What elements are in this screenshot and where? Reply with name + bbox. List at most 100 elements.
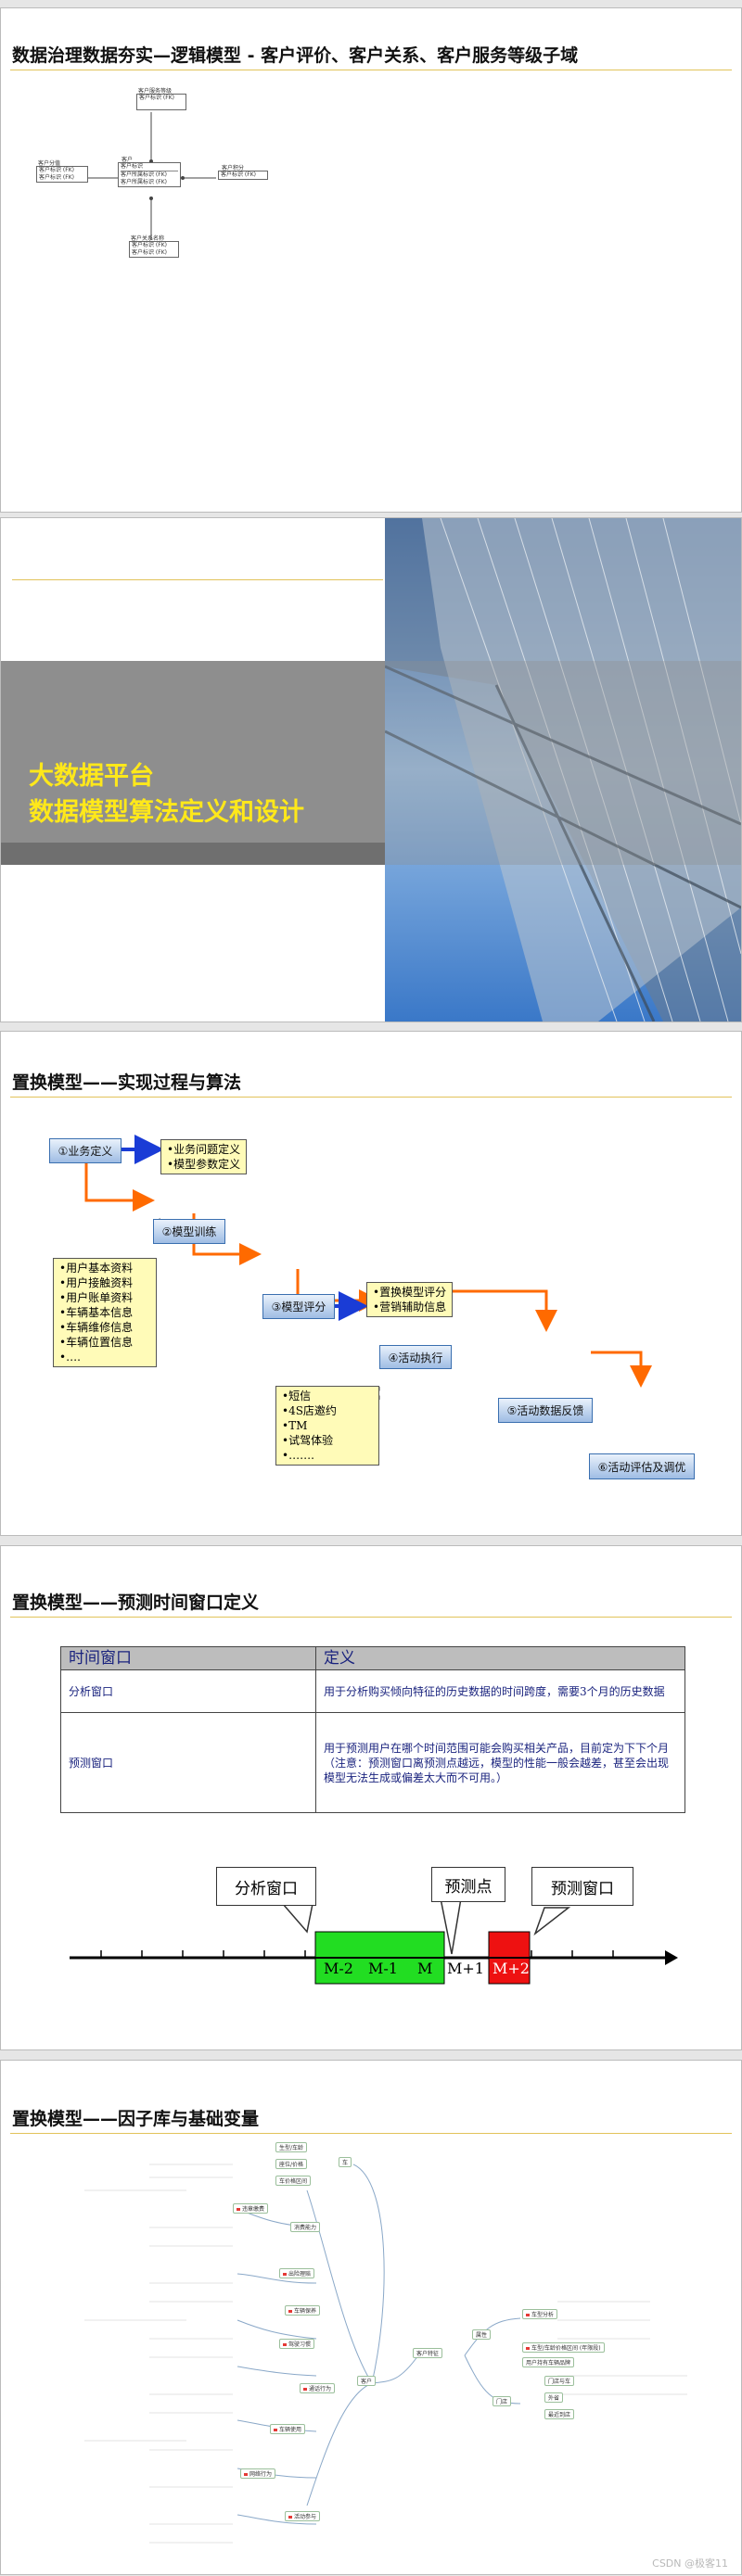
slide4-title: 置换模型——预测时间窗口定义: [12, 1593, 260, 1613]
car-item: 座位/价格: [275, 2159, 308, 2169]
step-business-definition: ①业务定义: [49, 1138, 122, 1163]
right-node-label: 门店与车: [548, 2379, 571, 2385]
title-underline: [10, 1097, 732, 1098]
note-item: •短信: [282, 1390, 312, 1402]
right-node-label: 车型分析: [531, 2312, 555, 2318]
entity-top-name: 客户服务等级: [138, 88, 173, 95]
table-header-window: 时间窗口: [60, 1646, 316, 1670]
bubble-analysis-window: 分析窗口: [216, 1867, 316, 1906]
entity-bottom-name: 客户关系名称: [131, 235, 165, 242]
entity-left-name: 客户分值: [38, 160, 61, 167]
title-underline: [10, 1617, 732, 1618]
slide5-title: 置换模型——因子库与基础变量: [12, 2109, 260, 2129]
note-item: •营销辅助信息: [373, 1301, 447, 1313]
mindmap-branch-car: 车: [339, 2157, 352, 2167]
left-group: 活动参与: [285, 2511, 321, 2521]
entity-right: 客户标识 (FK): [218, 171, 268, 180]
note-item: •用户接触资料: [59, 1276, 134, 1289]
note-data-sources: •用户基本资料 •用户接触资料 •用户账单资料 •车辆基本信息 •车辆维修信息 …: [53, 1258, 157, 1367]
table-cell: 用于预测用户在哪个时间范围可能会购买相关产品，目前定为下下个月（注意：预测窗口离…: [315, 1712, 685, 1813]
step-evaluation-tuning: ⑥活动评估及调优: [589, 1453, 695, 1479]
note-item: •置换模型评分: [373, 1286, 447, 1299]
right-node: 车型分析: [522, 2309, 558, 2319]
step-campaign-execution: ④活动执行: [379, 1345, 452, 1369]
table-cell: 用于分析购买倾向特征的历史数据的时间跨度，需要3个月的历史数据: [315, 1669, 685, 1713]
slide-factor-library: 置换模型——因子库与基础变量: [0, 2060, 742, 2575]
table-cell: 预测窗口: [60, 1712, 316, 1813]
slide-cover: 大数据平台 数据模型算法定义和设计: [0, 517, 742, 1022]
right-node: 最近到店: [544, 2409, 575, 2419]
er-diagram-lines: [86, 112, 216, 240]
slide-time-window: 置换模型——预测时间窗口定义 时间窗口 定义 分析窗口 用于分析购买倾向特征的历…: [0, 1545, 742, 2050]
right-node-label: 外省: [548, 2395, 560, 2402]
note-item: •4S店邀约: [282, 1404, 337, 1417]
time-window-table: 时间窗口 定义 分析窗口 用于分析购买倾向特征的历史数据的时间跨度，需要3个月的…: [60, 1646, 685, 1813]
left-group-label: 驾驶习惯: [288, 2341, 312, 2348]
right-node-label: 属性: [476, 2332, 488, 2339]
left-group: 驾驶习惯: [279, 2339, 315, 2349]
right-node: 属性: [472, 2329, 492, 2340]
left-group: 违章缴费: [233, 2203, 269, 2214]
step-model-scoring: ③模型评分: [262, 1294, 335, 1319]
right-node-label: 门店: [496, 2399, 508, 2405]
cover-title-line1: 大数据平台: [29, 762, 154, 791]
slide-process: 置换模型——实现过程与算法 ①业务定义 ②模型训练 ③模型评分 ④活动执行 ⑤活…: [0, 1031, 742, 1536]
entity-field: 客户所属标识 (FK): [121, 179, 167, 185]
entity-field: 客户标识: [121, 163, 144, 170]
mindmap-lines: [84, 2164, 687, 2544]
entity-field: 客户标识 (FK): [139, 95, 174, 101]
note-item: •模型参数定义: [167, 1158, 241, 1171]
note-item: •用户账单资料: [59, 1291, 134, 1304]
right-node: 用户持有车辆品牌: [522, 2357, 575, 2367]
left-group: 车辆保养: [285, 2305, 321, 2316]
left-group: 网络行为: [240, 2468, 276, 2479]
watermark: CSDN @极客11: [652, 2557, 728, 2570]
tick-label: M-1: [368, 1960, 398, 1977]
car-item: 生型/车龄: [275, 2142, 308, 2152]
entity-field: 客户标识 (FK): [132, 249, 167, 256]
table-cell: 分析窗口: [60, 1669, 316, 1713]
entity-top: 客户标识 (FK): [136, 94, 186, 110]
slide3-title: 置换模型——实现过程与算法: [12, 1072, 242, 1093]
note-channels: •短信 •4S店邀约 •TM •试驾体验 •…….: [275, 1386, 379, 1466]
slide1-title: 数据治理数据夯实—逻辑模型 - 客户评价、客户关系、客户服务等级子域: [12, 45, 579, 66]
tick-label: M+2: [493, 1960, 530, 1977]
note-business: •业务问题定义 •模型参数定义: [160, 1139, 248, 1174]
cover-line: [12, 579, 383, 580]
left-group: 出险理赔: [279, 2268, 315, 2278]
left-group-label: 通话行为: [309, 2386, 332, 2392]
entity-field: 客户标识 (FK): [39, 167, 74, 173]
title-underline: [10, 2133, 732, 2134]
bubble-prediction-window: 预测窗口: [531, 1867, 633, 1906]
entity-field: 客户标识 (FK): [39, 174, 74, 181]
cover-title-line2: 数据模型算法定义和设计: [29, 798, 304, 827]
tick-label: M+1: [447, 1960, 484, 1977]
right-node-label: 车型/车龄价格区间 (年限段): [531, 2345, 601, 2352]
mindmap-branch-feature: 客户特征: [413, 2348, 443, 2358]
right-node: 外省: [544, 2392, 564, 2403]
entity-center-name: 客户: [122, 157, 134, 163]
tick-label: M-2: [324, 1960, 353, 1977]
right-node: 门店与车: [544, 2376, 575, 2386]
note-item: •车辆位置信息: [59, 1336, 134, 1349]
left-group-label: 车辆使用: [279, 2427, 302, 2433]
right-node: 门店: [493, 2396, 512, 2406]
entity-field: 客户所属标识 (FK): [121, 171, 167, 178]
step-model-training: ②模型训练: [153, 1219, 225, 1244]
left-group: 通话行为: [300, 2383, 336, 2393]
slide-logical-model: 数据治理数据夯实—逻辑模型 - 客户评价、客户关系、客户服务等级子域 客户服务等…: [0, 7, 742, 513]
note-item: •用户基本资料: [59, 1262, 134, 1275]
mindmap-root: 客户: [357, 2376, 377, 2386]
note-item: •…….: [282, 1449, 314, 1462]
right-node: 车型/车龄价格区间 (年限段): [522, 2342, 605, 2353]
right-node-label: 最近到店: [548, 2412, 571, 2418]
entity-right-name: 客户积分: [222, 165, 245, 171]
left-group: 车辆使用: [270, 2424, 306, 2434]
left-group: 消费能力: [290, 2222, 321, 2232]
left-group-label: 消费能力: [294, 2225, 317, 2231]
step-campaign-feedback: ⑤活动数据反馈: [498, 1398, 593, 1423]
note-item: •车辆基本信息: [59, 1306, 134, 1319]
timeline: [70, 1897, 678, 1985]
entity-field: 客户标识 (FK): [221, 171, 256, 178]
car-item: 车价格区间: [275, 2176, 312, 2186]
